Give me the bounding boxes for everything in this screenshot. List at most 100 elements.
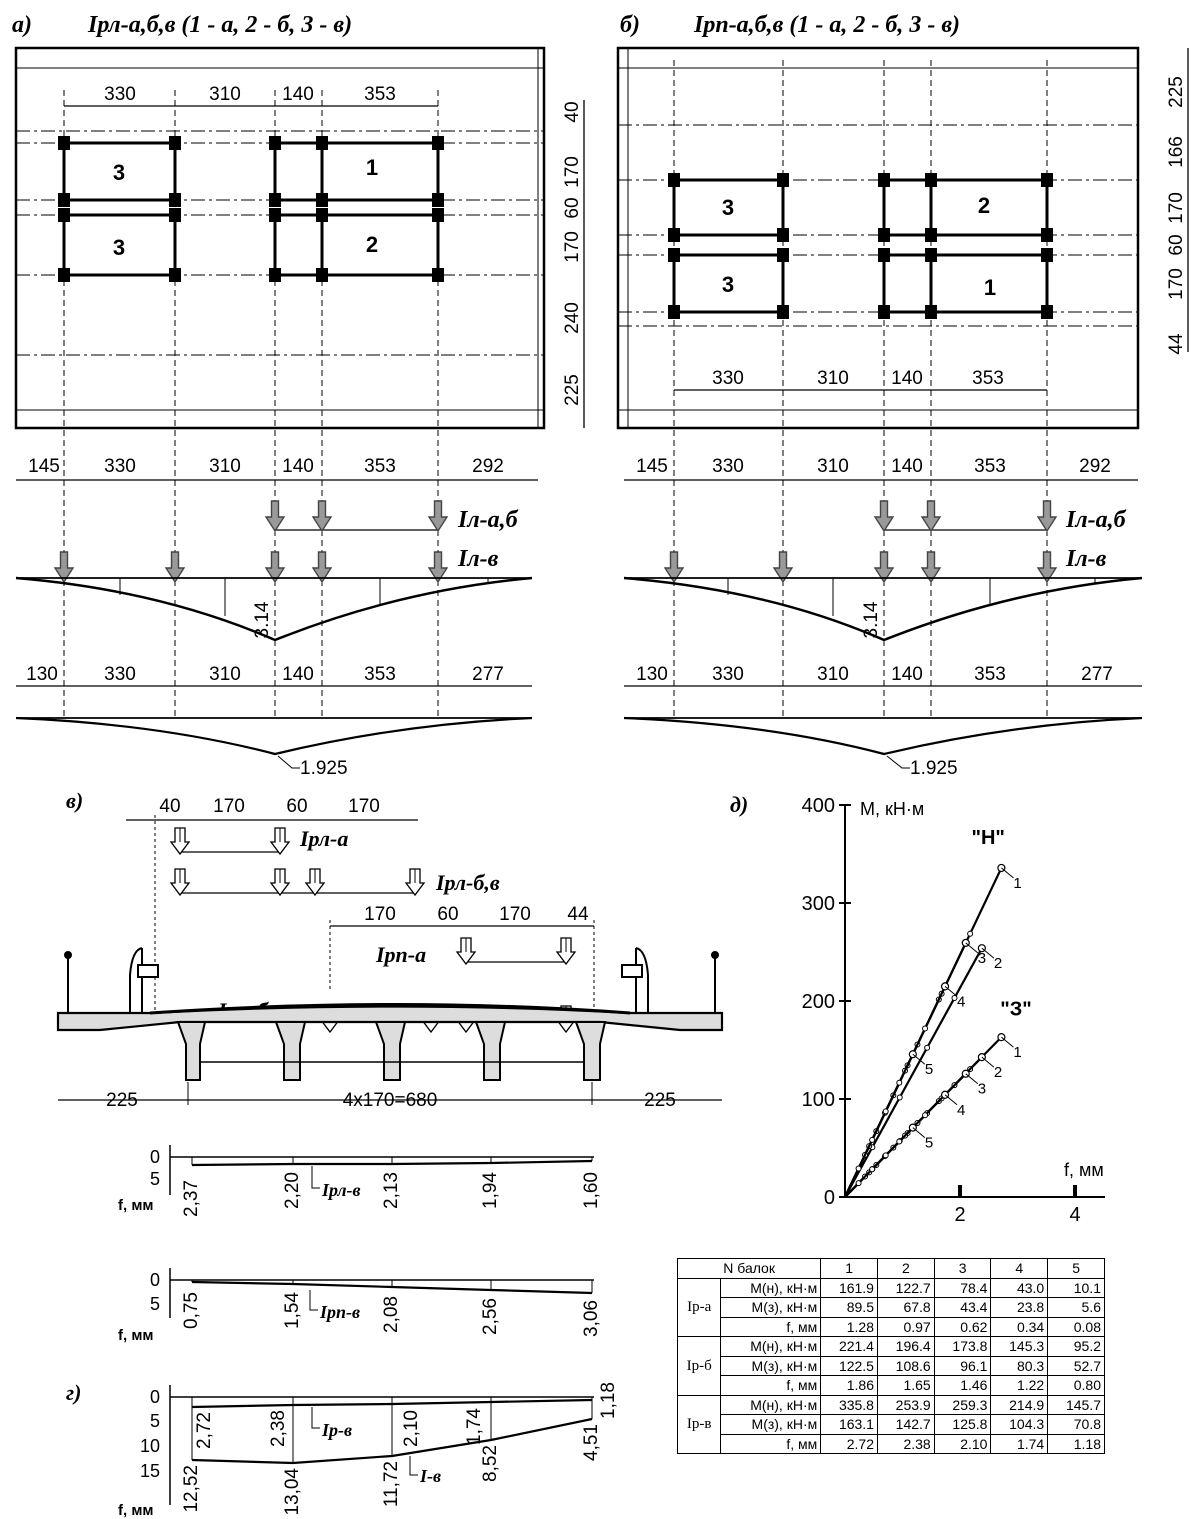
c2-v2: 1,54 bbox=[282, 1292, 303, 1329]
table-header-cell: 1 bbox=[820, 1258, 878, 1279]
panel-v-section: в) 40 170 60 170 Iрл-а Iрл-б,в 170 60 17… bbox=[56, 788, 724, 1111]
sec-dim-40: 40 bbox=[159, 796, 180, 817]
infl-b-load-v: Iл-в bbox=[1065, 546, 1107, 572]
infl-a-load-v: Iл-в bbox=[457, 546, 499, 572]
table-cell: 80.3 bbox=[990, 1355, 1049, 1376]
panel-b-title: Iрп-а,б,в (1 - а, 2 - б, 3 - в) bbox=[693, 12, 960, 38]
y-tick-label: 0 bbox=[824, 1187, 835, 1209]
table-cell: 1.65 bbox=[876, 1375, 935, 1396]
c1-v3: 2,13 bbox=[381, 1172, 402, 1209]
series-label: 4 bbox=[957, 993, 965, 1010]
infl-b-peak1: 3.14 bbox=[861, 601, 882, 638]
c3-top-v4: 1,74 bbox=[464, 1408, 485, 1445]
girder-axes-b bbox=[618, 124, 1138, 327]
dim-a-40: 40 bbox=[562, 101, 583, 122]
c3-bot-v4: 8,52 bbox=[480, 1445, 501, 1482]
table-group-cell: Iр-б bbox=[676, 1336, 722, 1396]
sec-dim-170b: 170 bbox=[348, 796, 380, 817]
box-a-3b: 3 bbox=[113, 235, 125, 260]
series-point bbox=[896, 1079, 903, 1086]
panel-b-plan: б) Iрп-а,б,в (1 - а, 2 - б, 3 - в) bbox=[616, 12, 1189, 720]
infl-b-353: 353 bbox=[974, 456, 1006, 477]
series-leader bbox=[965, 1073, 979, 1085]
sec-bot-680: 4x170=680 bbox=[343, 1090, 438, 1111]
table-cell: 0.34 bbox=[990, 1316, 1049, 1337]
y-tick-label: 300 bbox=[802, 893, 835, 915]
series-leader bbox=[944, 1094, 958, 1106]
dim-b-170b: 170 bbox=[1166, 268, 1187, 300]
table-cell: 335.8 bbox=[820, 1394, 878, 1415]
dim-b-140: 140 bbox=[891, 368, 923, 389]
panel-g-label: г) bbox=[66, 1380, 81, 1405]
table-row-label: М(н), кН·м bbox=[720, 1394, 822, 1415]
infl-b2-130: 130 bbox=[636, 664, 668, 685]
c2-v3: 2,08 bbox=[381, 1296, 402, 1333]
infl-b-292: 292 bbox=[1079, 456, 1111, 477]
box-b-2: 2 bbox=[978, 193, 990, 218]
table-cell: 122.7 bbox=[876, 1277, 935, 1298]
y-tick-label: 100 bbox=[802, 1089, 835, 1111]
table-row-label: f, мм bbox=[720, 1375, 822, 1396]
sec-dim-170a: 170 bbox=[213, 796, 245, 817]
table-cell: 196.4 bbox=[876, 1336, 935, 1357]
influence-lines-b: 145 330 310 140 353 292 Iл-а,б Iл-в 3.14… bbox=[623, 456, 1143, 779]
c3-top-v2: 2,38 bbox=[268, 1410, 289, 1447]
series-point bbox=[855, 1165, 862, 1172]
sec-mid-60: 60 bbox=[437, 904, 458, 925]
series-label: 3 bbox=[978, 950, 986, 967]
series-label: 1 bbox=[1013, 1044, 1021, 1061]
table-cell: 5.6 bbox=[1047, 1297, 1105, 1318]
panel-v-label: в) bbox=[66, 788, 83, 813]
series-label: 5 bbox=[925, 1135, 933, 1152]
c1-v4: 1,94 bbox=[480, 1172, 501, 1209]
table-cell: 78.4 bbox=[933, 1277, 992, 1298]
table-cell: 0.97 bbox=[876, 1316, 935, 1337]
table-cell: 145.3 bbox=[990, 1336, 1049, 1357]
table-cell: 2.38 bbox=[876, 1433, 935, 1454]
series-leader bbox=[1001, 867, 1014, 879]
group-label-z: "З" bbox=[1000, 999, 1032, 1021]
c3-tick-0: 0 bbox=[150, 1387, 160, 1407]
table-cell: 161.9 bbox=[820, 1277, 878, 1298]
c2-v4: 2,56 bbox=[480, 1298, 501, 1335]
dim-b-60: 60 bbox=[1166, 234, 1187, 255]
series-point bbox=[869, 1136, 876, 1143]
railings bbox=[64, 947, 719, 1013]
panel-b-label: б) bbox=[620, 12, 640, 38]
table-cell: 89.5 bbox=[820, 1297, 878, 1318]
infl-b2-277: 277 bbox=[1081, 664, 1113, 685]
y-tick-label: 400 bbox=[802, 795, 835, 817]
dim-a-140: 140 bbox=[282, 84, 314, 105]
table-cell: 1.46 bbox=[933, 1375, 992, 1396]
infl-a-load-ab: Iл-а,б bbox=[457, 507, 519, 533]
dim-a-353: 353 bbox=[364, 84, 396, 105]
infl-a-140: 140 bbox=[282, 456, 314, 477]
table-cell: 173.8 bbox=[933, 1336, 992, 1357]
table-row-label: М(н), кН·м bbox=[720, 1336, 822, 1357]
table-cell: 67.8 bbox=[876, 1297, 935, 1318]
table-cell: 253.9 bbox=[876, 1394, 935, 1415]
c2-axis: f, мм bbox=[118, 1327, 154, 1344]
deck-outline-b bbox=[616, 46, 1140, 430]
dim-b-310: 310 bbox=[817, 368, 849, 389]
c3-bot-v1: 12,52 bbox=[181, 1465, 202, 1513]
series-line bbox=[844, 1126, 914, 1198]
series-label: 1 bbox=[1013, 875, 1021, 892]
c3-bot-v3: 11,72 bbox=[381, 1461, 402, 1507]
c3-bot-v2: 13,04 bbox=[282, 1468, 303, 1516]
infl-a-peak1: 3.14 bbox=[252, 601, 273, 638]
series-point bbox=[924, 1044, 931, 1051]
series-point bbox=[855, 1180, 862, 1187]
table-cell: 2.72 bbox=[820, 1433, 878, 1454]
box-a-2: 2 bbox=[366, 232, 378, 257]
c2-tick-0: 0 bbox=[150, 1270, 160, 1290]
series-leader bbox=[981, 947, 995, 959]
c3-top-lab: Iр-в bbox=[321, 1420, 352, 1440]
sec-dim-60: 60 bbox=[286, 796, 307, 817]
sec-mid-170a: 170 bbox=[364, 904, 396, 925]
x-tick-label: 2 bbox=[954, 1204, 965, 1226]
table-row-label: f, мм bbox=[720, 1433, 822, 1454]
